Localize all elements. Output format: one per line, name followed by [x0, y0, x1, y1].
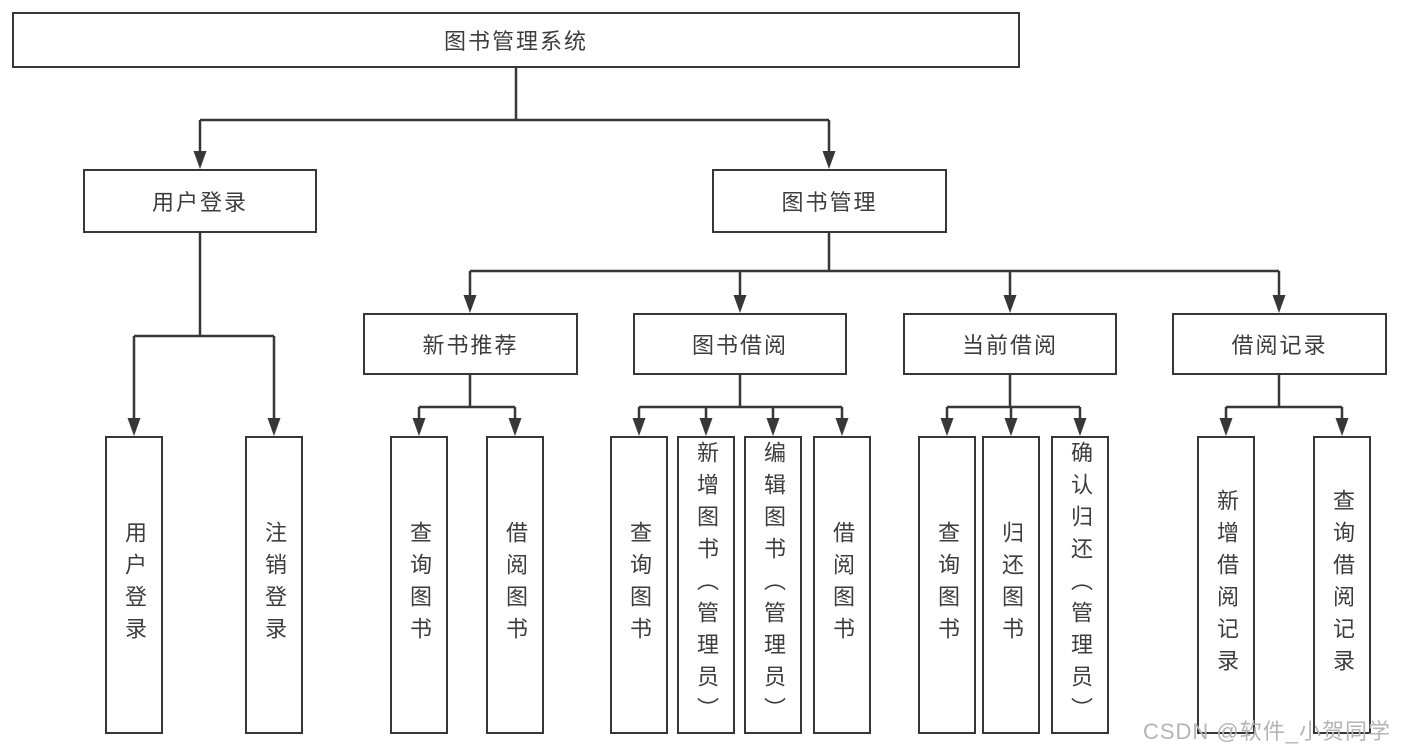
leaf-edit-book-admin: 编辑图书（管理员）	[744, 436, 802, 734]
arrowheads	[127, 151, 1349, 436]
leaf-confirm-return-admin-label: 确认归还（管理员）	[1068, 441, 1093, 729]
leaf-query-books-borrow-label: 查询图书	[627, 521, 652, 649]
leaf-confirm-return-admin: 确认归还（管理员）	[1051, 436, 1109, 734]
leaf-query-borrow-record: 查询借阅记录	[1313, 436, 1371, 734]
leaf-borrow-books-newbook-label: 借阅图书	[503, 521, 528, 649]
tree-edges	[132, 68, 1344, 419]
leaf-borrow-books: 借阅图书	[813, 436, 871, 734]
leaf-user-login: 用户登录	[105, 436, 163, 734]
leaf-user-login-label: 用户登录	[122, 521, 147, 649]
node-borrowing-records: 借阅记录	[1172, 313, 1387, 375]
leaf-logout-label: 注销登录	[262, 521, 287, 649]
node-book-borrowing: 图书借阅	[633, 313, 847, 375]
node-book-management: 图书管理	[712, 169, 947, 233]
node-user-login: 用户登录	[83, 169, 317, 233]
node-root-library-management-system: 图书管理系统	[12, 12, 1020, 68]
leaf-add-book-admin: 新增图书（管理员）	[677, 436, 735, 734]
leaf-query-books-newbook-label: 查询图书	[407, 521, 432, 649]
csdn-watermark: CSDN @软件_小贺同学	[1142, 719, 1391, 744]
leaf-query-books-current-label: 查询图书	[935, 521, 960, 649]
node-current-borrowing: 当前借阅	[903, 313, 1117, 375]
leaf-logout: 注销登录	[245, 436, 303, 734]
leaf-return-books-label: 归还图书	[999, 521, 1024, 649]
leaf-borrow-books-label: 借阅图书	[830, 521, 855, 649]
leaf-return-books: 归还图书	[982, 436, 1040, 734]
leaf-query-borrow-record-label: 查询借阅记录	[1330, 489, 1355, 681]
leaf-add-borrow-record-label: 新增借阅记录	[1214, 489, 1239, 681]
leaf-add-book-admin-label: 新增图书（管理员）	[694, 441, 719, 729]
leaf-edit-book-admin-label: 编辑图书（管理员）	[761, 441, 786, 729]
leaf-query-books-current: 查询图书	[918, 436, 976, 734]
node-new-book-recommendation: 新书推荐	[363, 313, 578, 375]
leaf-query-books-borrow: 查询图书	[610, 436, 668, 734]
leaf-borrow-books-newbook: 借阅图书	[486, 436, 544, 734]
leaf-add-borrow-record: 新增借阅记录	[1197, 436, 1255, 734]
leaf-query-books-newbook: 查询图书	[390, 436, 448, 734]
